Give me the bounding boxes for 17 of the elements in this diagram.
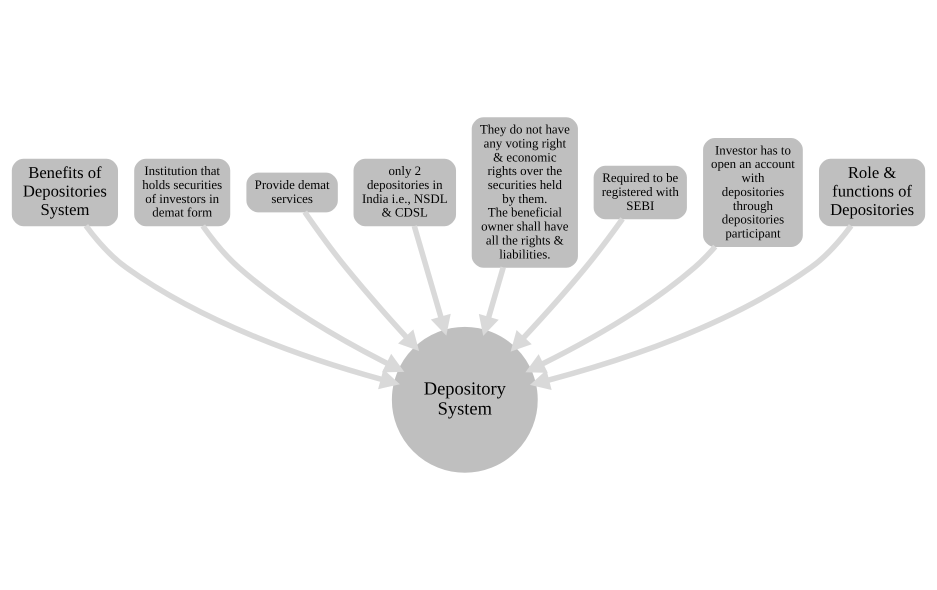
- node-box: Investor has to open an account with depositories through depositories participant: [703, 138, 803, 247]
- arrow: [412, 225, 451, 336]
- node-circle: Depository System: [392, 326, 538, 473]
- node-box: only 2 depositories in India i.e., NSDL & CDSL: [354, 158, 456, 226]
- node-box: They do not have any voting right & economic rights over the securities held by them. The beneficial owner shall have all the rights & liabilities.: [472, 117, 578, 268]
- arrow: [478, 266, 506, 336]
- arrow: [84, 224, 400, 390]
- arrow: [530, 224, 854, 390]
- node-box: Required to be registered with SEBI: [594, 166, 687, 220]
- arrow: [525, 244, 718, 373]
- node-box: Role & functions of Depositories: [818, 158, 926, 226]
- arrow: [302, 210, 420, 351]
- node-box: Benefits of Depositories System: [12, 158, 118, 226]
- node-box: Institution that holds securities of investors in demat form: [134, 158, 230, 226]
- arrow: [510, 217, 625, 352]
- node-box: Provide demat services: [246, 172, 338, 212]
- arrow: [200, 224, 404, 372]
